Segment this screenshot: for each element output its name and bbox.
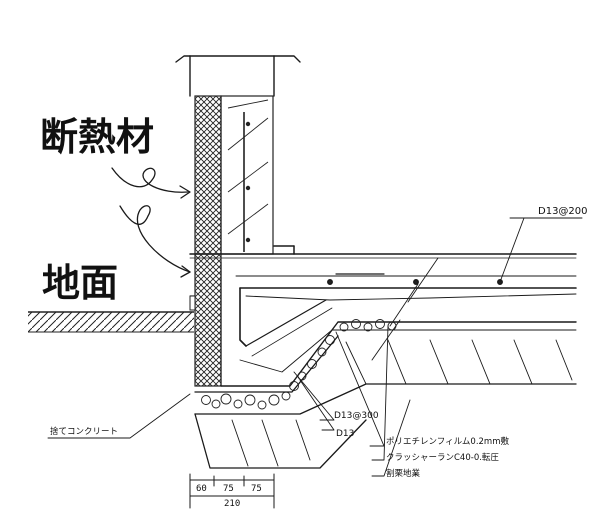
- dimension-line: [189, 473, 275, 509]
- ground-annotation: 地面: [42, 261, 118, 305]
- upper-wall: [194, 95, 274, 255]
- ground-surface: [28, 311, 194, 333]
- rebar-top-label: D13@200: [538, 206, 588, 217]
- handwritten-arrows: [111, 167, 191, 278]
- lean-concrete-label: 捨てコンクリート: [50, 426, 118, 437]
- dimension-segment-3: 75: [251, 484, 262, 494]
- haunch: [220, 299, 577, 387]
- rebar-footing-label: D13@300: [334, 411, 379, 421]
- slab: [189, 245, 577, 347]
- insulation-annotation: 断熱材: [40, 115, 154, 159]
- wall-top-cap: [175, 55, 301, 97]
- dimension-segment-2: 75: [223, 484, 234, 494]
- foundation-wall: [189, 253, 222, 387]
- gravel-base-label: 割栗地業: [386, 468, 421, 479]
- crusher-run-label: クラッシャーランC40-0.転圧: [386, 453, 499, 463]
- poly-film-label: ポリエチレンフィルム0.2mm敷: [386, 436, 509, 447]
- gravel-base: [194, 335, 577, 469]
- dimension-total: 210: [224, 499, 240, 509]
- crushed-stone-layer: [201, 319, 397, 410]
- dimension-segment-1: 60: [196, 484, 207, 494]
- rebar-d13-label: D13: [336, 429, 354, 439]
- leader-lines: [47, 217, 583, 477]
